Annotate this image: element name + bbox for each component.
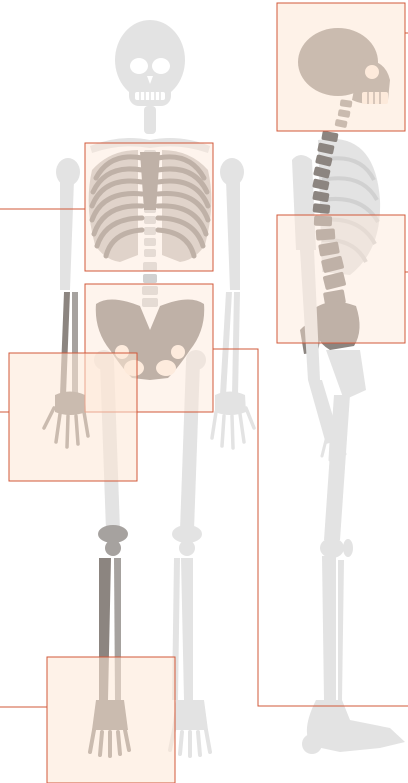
highlight-box-spine-lumbar-side[interactable] [277, 215, 405, 343]
front-right-humerus [226, 180, 240, 290]
front-right-ulna [232, 292, 240, 395]
highlight-box-hand-wrist-front[interactable] [9, 353, 137, 481]
front-left-knee [98, 525, 128, 556]
front-right-foot [170, 700, 210, 756]
highlight-box-rib-cage-front[interactable] [85, 143, 213, 271]
side-foot [302, 700, 405, 754]
front-right-radius [220, 292, 232, 395]
highlight-box-skull-side[interactable] [277, 3, 405, 131]
highlight-box-foot-ankle-front[interactable] [47, 657, 175, 783]
front-neck [144, 106, 156, 134]
front-left-humerus [60, 180, 74, 290]
front-right-tibia [181, 558, 193, 700]
front-right-hand [212, 392, 254, 449]
front-right-knee [172, 525, 202, 556]
side-skeleton [292, 28, 405, 754]
front-skull [115, 20, 185, 106]
